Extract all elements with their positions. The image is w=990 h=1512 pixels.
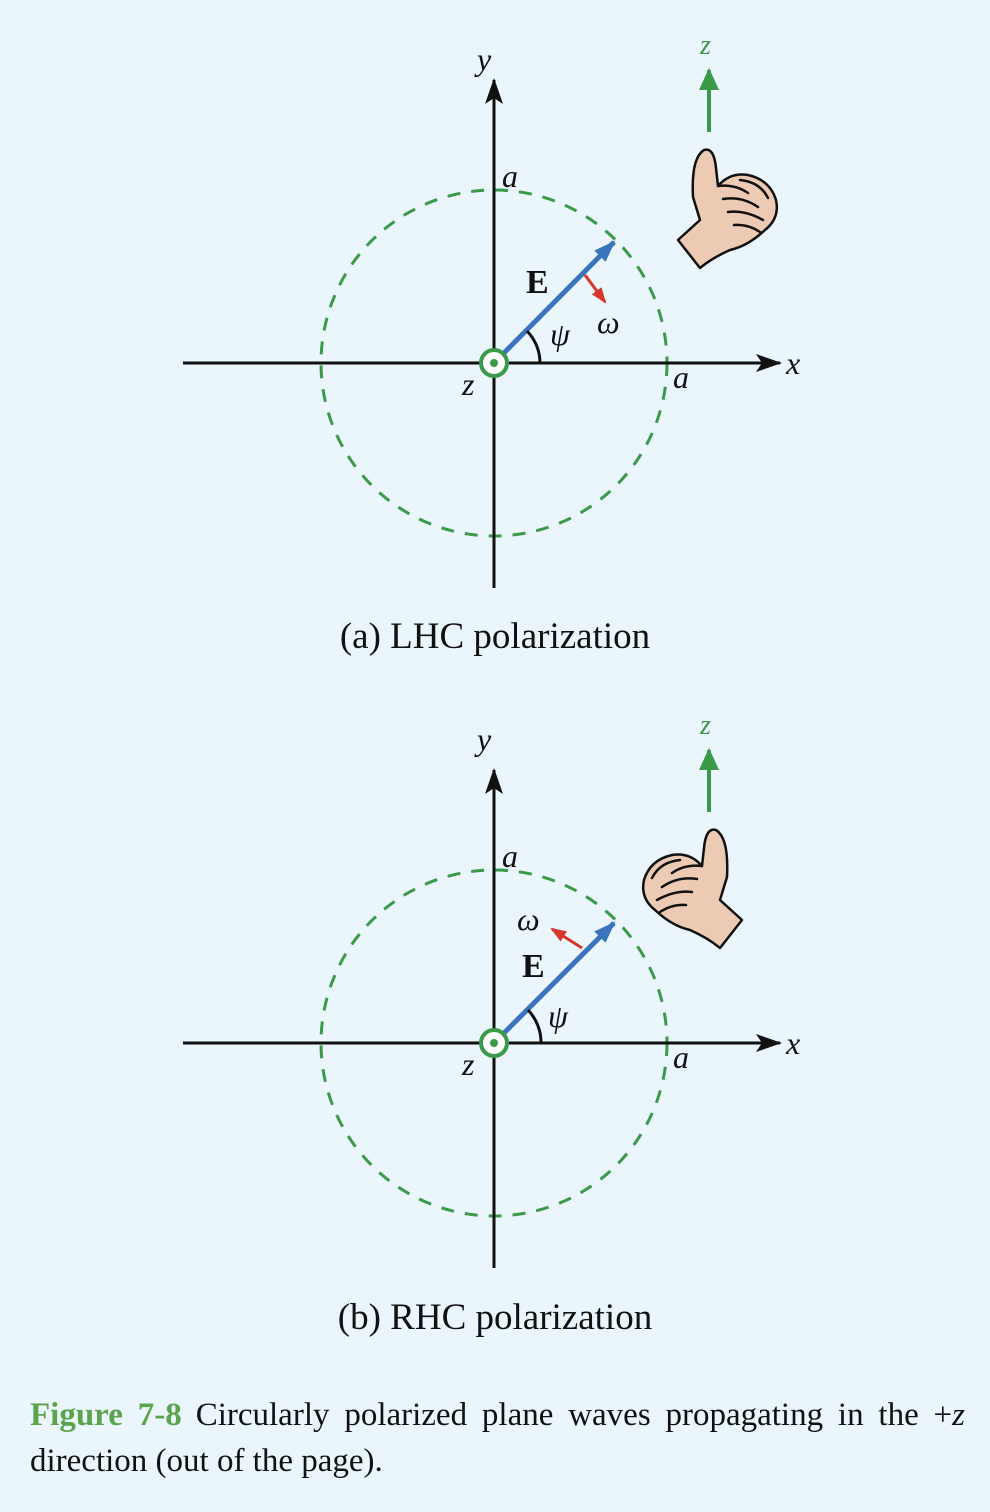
radius-label-y: a bbox=[502, 158, 518, 194]
panel-lhc-diagram: y x z a a E ψ ω z bbox=[183, 30, 800, 588]
e-field-label: E bbox=[526, 264, 549, 301]
psi-label: ψ bbox=[548, 998, 569, 1034]
figure-label: Figure 7-8 bbox=[30, 1397, 182, 1433]
y-axis-label: y bbox=[474, 41, 492, 77]
thumb-z-label: z bbox=[699, 710, 711, 741]
radius-label-x: a bbox=[673, 1039, 689, 1075]
y-axis-label: y bbox=[474, 721, 492, 757]
x-axis-label: x bbox=[785, 1025, 800, 1061]
z-origin-label: z bbox=[461, 366, 475, 402]
figure-caption-italic: z bbox=[952, 1397, 966, 1433]
radius-label-x: a bbox=[673, 359, 689, 395]
figure-caption-text-end: direction (out of the page). bbox=[30, 1443, 383, 1479]
figure-caption-text: Circularly polarized plane waves propaga… bbox=[195, 1397, 953, 1433]
e-field-vector bbox=[492, 240, 616, 365]
omega-rotation-arrow bbox=[550, 927, 583, 950]
psi-angle-arc bbox=[525, 329, 542, 364]
omega-rotation-arrow bbox=[583, 274, 607, 304]
right-hand-icon bbox=[641, 828, 744, 950]
e-field-label: E bbox=[522, 948, 545, 985]
psi-label: ψ bbox=[550, 316, 571, 352]
z-origin-label: z bbox=[461, 1046, 475, 1082]
left-hand-icon bbox=[676, 148, 779, 270]
panel-b-caption: (b) RHC polarization bbox=[337, 1297, 653, 1338]
thumb-z-label: z bbox=[699, 30, 711, 61]
omega-label: ω bbox=[517, 901, 540, 937]
z-out-of-page-icon bbox=[479, 348, 509, 378]
e-field-vector bbox=[492, 921, 616, 1045]
psi-angle-arc bbox=[526, 1008, 543, 1044]
panel-a-caption: (a) LHC polarization bbox=[339, 616, 651, 657]
panel-rhc-diagram: y x z a a E ψ ω z bbox=[183, 710, 800, 1268]
z-out-of-page-icon bbox=[479, 1028, 509, 1058]
omega-label: ω bbox=[597, 304, 620, 340]
radius-label-y: a bbox=[502, 838, 518, 874]
figure-caption: Figure 7-8 Circularly polarized plane wav… bbox=[30, 1392, 965, 1484]
x-axis-label: x bbox=[785, 345, 800, 381]
